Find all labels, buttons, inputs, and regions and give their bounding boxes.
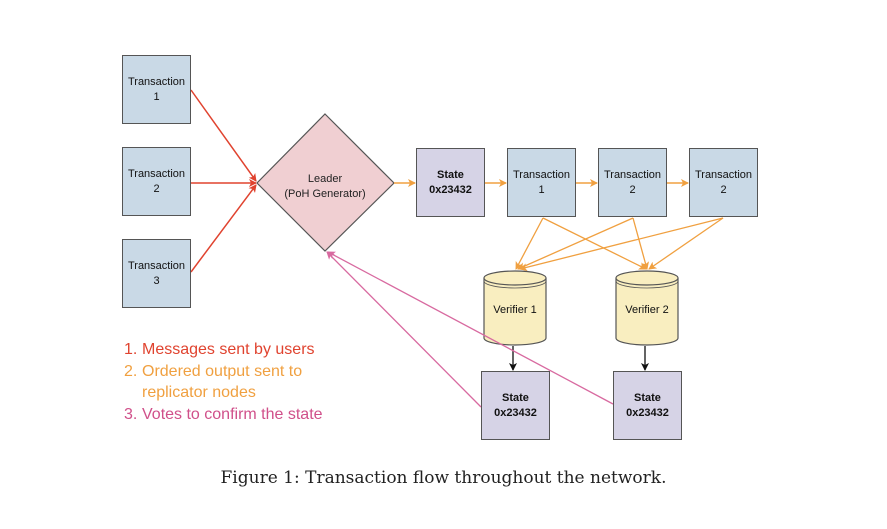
- verifier-2-label: Verifier 2: [625, 304, 669, 316]
- legend-item-ordered-output-continuation: replicator nodes: [142, 384, 256, 401]
- legend-number: 2.: [124, 362, 138, 380]
- arrow-tx1-to-leader: [190, 89, 257, 182]
- state-hash: 0x23432: [494, 406, 537, 419]
- arrow-tx2-to-verifier2: [632, 217, 650, 270]
- legend-item-ordered-output: 2.Ordered output sent to: [124, 361, 323, 383]
- leader-subtitle: (PoH Generator): [284, 187, 366, 200]
- legend-text: Votes to confirm the state: [142, 405, 323, 423]
- chain-transaction-2: Transaction 2: [598, 148, 667, 217]
- source-transaction-2: Transaction 2: [122, 147, 191, 216]
- vote-arrow-verifier1: [326, 251, 482, 408]
- transaction-title: Transaction: [127, 259, 186, 272]
- verifier-2-state: State 0x23432: [613, 371, 682, 440]
- chain-transaction-1: Transaction 1: [507, 148, 576, 217]
- transaction-number: 2: [153, 182, 160, 195]
- legend-item-messages: 1.Messages sent by users: [124, 339, 323, 361]
- transaction-number: 1: [538, 183, 545, 196]
- arrow-tx1-to-verifier2: [542, 217, 647, 270]
- chain-state: State 0x23432: [416, 148, 485, 217]
- transaction-title: Transaction: [127, 167, 186, 180]
- state-title: State: [502, 391, 529, 404]
- legend-text: Ordered output sent to: [142, 362, 303, 380]
- legend-number: 1.: [124, 341, 138, 358]
- transaction-title: Transaction: [694, 168, 753, 181]
- transaction-number: 2: [629, 183, 636, 196]
- verifier-1-label: Verifier 1: [493, 304, 537, 316]
- state-title: State: [634, 391, 661, 404]
- arrow-tx2b-to-verifier1: [519, 217, 724, 272]
- arrow-tx2b-to-verifier2: [648, 217, 724, 270]
- state-title: State: [437, 168, 464, 181]
- transaction-title: Transaction: [512, 168, 571, 181]
- chain-transaction-3: Transaction 2: [689, 148, 758, 217]
- leader-title: Leader: [307, 173, 343, 185]
- transaction-number: 1: [153, 90, 160, 103]
- verifier-2-cylinder: [615, 270, 679, 346]
- verifier-1-cylinder: [483, 270, 547, 346]
- source-transaction-1: Transaction 1: [122, 55, 191, 124]
- transaction-number: 2: [720, 183, 727, 196]
- leader-diamond: [256, 113, 395, 252]
- state-hash: 0x23432: [626, 406, 669, 419]
- arrow-tx1-to-verifier1: [515, 217, 544, 270]
- legend-number: 3.: [124, 405, 138, 423]
- vote-arrow-verifier2: [327, 251, 614, 405]
- transaction-title: Transaction: [127, 75, 186, 88]
- state-hash: 0x23432: [429, 183, 472, 196]
- arrow-tx3-to-leader: [190, 184, 257, 273]
- transaction-title: Transaction: [603, 168, 662, 181]
- verifier-1-state: State 0x23432: [481, 371, 550, 440]
- source-transaction-3: Transaction 3: [122, 239, 191, 308]
- leader-label: Leader (PoH Generator): [265, 172, 385, 202]
- transaction-number: 3: [153, 274, 160, 287]
- legend-item-votes: 3.Votes to confirm the state: [124, 404, 323, 426]
- legend-text: Messages sent by users: [142, 341, 315, 358]
- arrow-tx2-to-verifier1: [517, 217, 634, 270]
- figure-caption: Figure 1: Transaction flow throughout th…: [220, 468, 667, 488]
- legend: 1.Messages sent by users 2.Ordered outpu…: [124, 339, 323, 425]
